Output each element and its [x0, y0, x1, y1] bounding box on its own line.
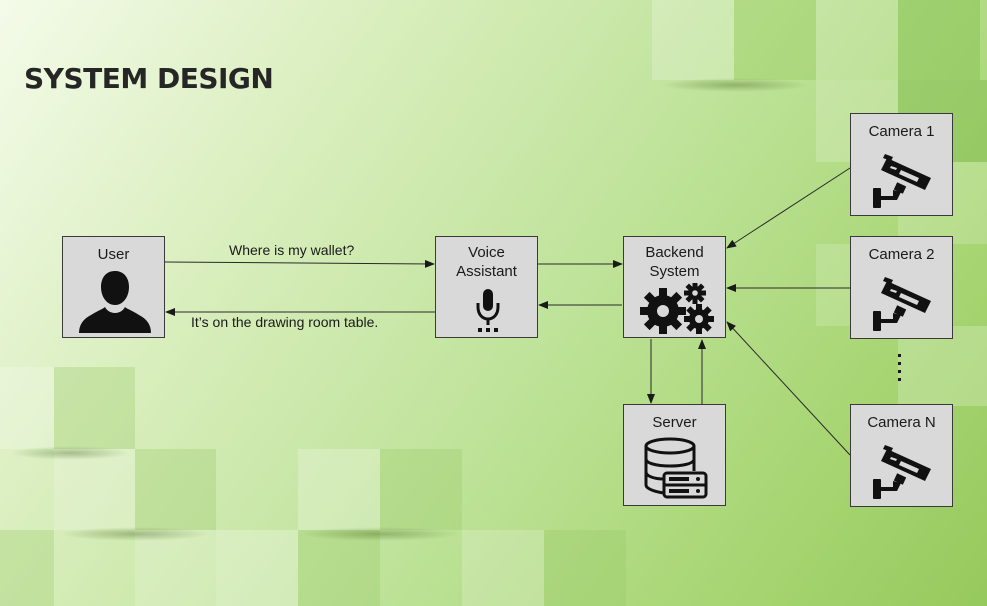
- user-node: User: [62, 236, 165, 338]
- bg-tile: [216, 530, 298, 606]
- gears-icon: [640, 283, 714, 334]
- bg-tile-shadow: [10, 446, 130, 460]
- bg-tile: [298, 530, 380, 606]
- bg-tile: [544, 530, 626, 606]
- backend-label-line2: System: [649, 263, 700, 280]
- bg-tile: [54, 367, 135, 449]
- bg-tile: [135, 449, 216, 530]
- backend-system-node: Backend System: [623, 236, 726, 338]
- bg-tile: [380, 449, 462, 530]
- bg-tile: [898, 0, 980, 80]
- more-cameras-ellipsis: [898, 354, 901, 381]
- security-camera-icon: [873, 154, 931, 208]
- bg-tile-shadow: [660, 78, 810, 92]
- bg-tile: [298, 449, 380, 530]
- voice-assistant-node: Voice Assistant: [435, 236, 538, 338]
- camera-2-node: Camera 2: [850, 236, 953, 339]
- bg-tile: [816, 0, 898, 80]
- bg-tile: [734, 0, 816, 80]
- camera-1-label: Camera 1: [868, 123, 935, 140]
- server-node: Server: [623, 404, 726, 506]
- server-label: Server: [652, 414, 697, 431]
- bg-tile: [898, 326, 987, 406]
- bg-tile: [54, 449, 135, 530]
- bg-tile: [462, 530, 544, 606]
- backend-label-line1: Backend: [645, 244, 704, 261]
- bg-tile-shadow: [300, 527, 460, 541]
- database-server-icon: [644, 437, 708, 499]
- arrow-user-to-assistant: [164, 259, 435, 268]
- bg-tile-shadow: [60, 527, 210, 541]
- voice-assistant-label-line2: Assistant: [456, 263, 517, 280]
- microphone-icon: [476, 289, 500, 332]
- camera-1-node: Camera 1: [850, 113, 953, 216]
- camera-2-label: Camera 2: [868, 246, 935, 263]
- page-title: SYSTEM DESIGN: [24, 62, 274, 95]
- user-label: User: [97, 246, 130, 263]
- bg-tile: [0, 530, 54, 606]
- bg-tile: [135, 530, 216, 606]
- camera-n-label: Camera N: [867, 414, 936, 431]
- edge-label-query: Where is my wallet?: [229, 242, 355, 258]
- arrow-camera1-to-backend: [726, 167, 851, 249]
- bg-tile: [0, 367, 54, 449]
- security-camera-icon: [873, 445, 931, 499]
- bg-tile: [652, 0, 734, 80]
- security-camera-icon: [873, 277, 931, 331]
- edge-label-answer: It’s on the drawing room table.: [191, 314, 379, 330]
- arrow-cameraN-to-backend: [726, 321, 851, 456]
- voice-assistant-label-line1: Voice: [468, 244, 505, 261]
- user-silhouette-icon: [79, 271, 151, 333]
- camera-n-node: Camera N: [850, 404, 953, 507]
